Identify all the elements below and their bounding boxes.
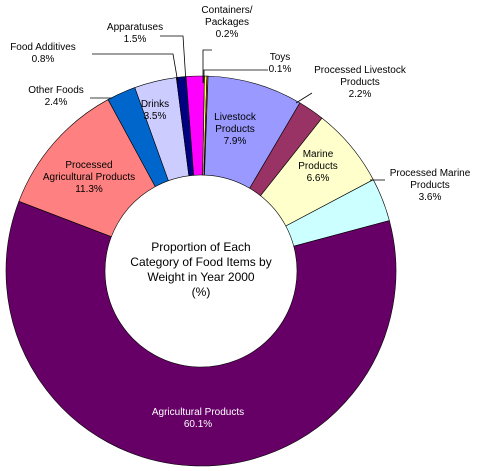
category-label: Agricultural Products bbox=[152, 407, 244, 418]
donut-slices bbox=[5, 75, 397, 467]
slice-apparatuses bbox=[185, 75, 205, 176]
category-label: Containers/ bbox=[201, 5, 252, 16]
category-label: Products bbox=[298, 161, 337, 172]
value-label: 3.5% bbox=[144, 111, 167, 122]
category-label: Processed bbox=[65, 160, 112, 171]
value-label: 0.8% bbox=[32, 54, 55, 65]
leader-line-apparatuses bbox=[160, 35, 187, 84]
category-label: Apparatuses bbox=[107, 22, 163, 33]
center-title-line: Category of Food Items by bbox=[130, 255, 271, 269]
value-label: 6.6% bbox=[307, 173, 330, 184]
slice-agricultural-products bbox=[5, 200, 397, 467]
category-label: Food Additives bbox=[10, 42, 76, 53]
category-label: Products bbox=[410, 180, 449, 191]
category-label: Other Foods bbox=[28, 85, 84, 96]
value-label: 2.2% bbox=[349, 89, 372, 100]
category-label: Processed Livestock bbox=[314, 65, 407, 76]
value-label: 0.1% bbox=[269, 64, 292, 75]
value-label: 60.1% bbox=[184, 419, 212, 430]
category-label: Products bbox=[340, 77, 379, 88]
category-label: Livestock bbox=[214, 112, 257, 123]
center-title-line: Proportion of Each bbox=[151, 240, 250, 254]
category-label: Agricultural Products bbox=[43, 172, 135, 183]
category-label: Toys bbox=[270, 52, 291, 63]
value-label: 2.4% bbox=[45, 97, 68, 108]
value-label: 0.2% bbox=[216, 29, 239, 40]
category-label: Marine bbox=[303, 149, 334, 160]
center-title-line: (%) bbox=[192, 285, 211, 299]
leader-lines bbox=[90, 35, 385, 181]
leader-line-processed-livestock-products bbox=[295, 92, 313, 104]
leader-line-containers-packages bbox=[202, 49, 212, 83]
value-label: 11.3% bbox=[75, 184, 103, 195]
leader-line-toys bbox=[203, 69, 268, 83]
category-label: Products bbox=[215, 124, 254, 135]
value-label: 7.9% bbox=[224, 136, 247, 147]
category-label: Drinks bbox=[141, 99, 169, 110]
center-title-line: Weight in Year 2000 bbox=[147, 270, 255, 284]
value-label: 1.5% bbox=[124, 34, 147, 45]
leader-line-food-additives bbox=[92, 53, 179, 84]
value-label: 3.6% bbox=[419, 192, 442, 203]
category-label: Packages bbox=[205, 17, 249, 28]
category-label: Processed Marine bbox=[390, 168, 471, 179]
